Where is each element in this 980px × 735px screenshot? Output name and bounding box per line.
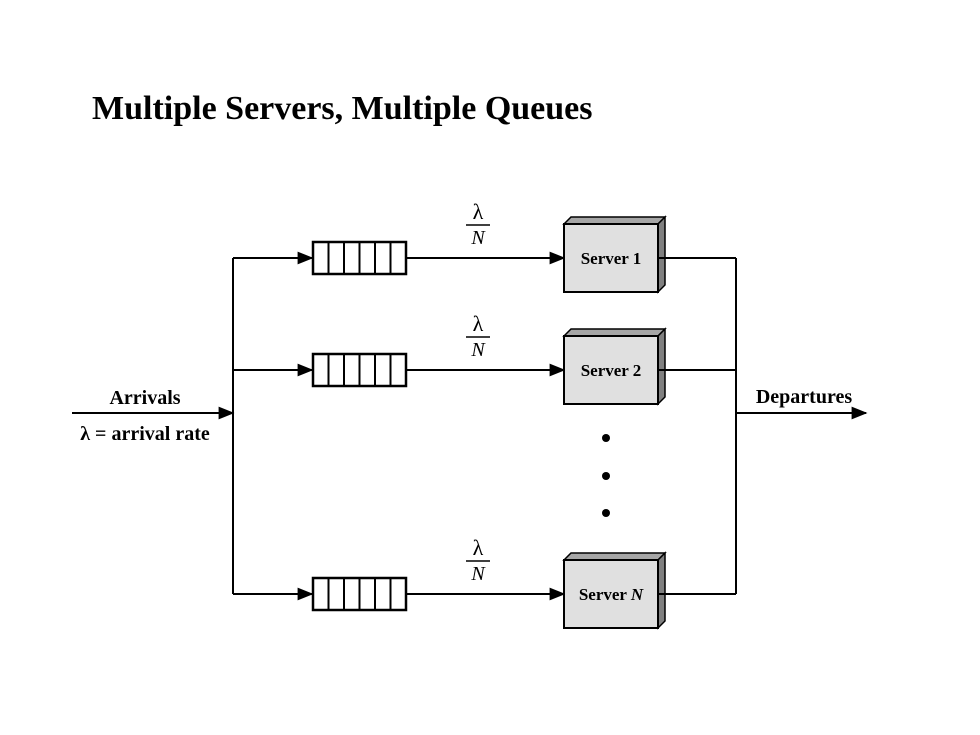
- server-top: [562, 216, 667, 225]
- server: Server N: [562, 551, 667, 630]
- queue: [311, 240, 408, 276]
- branch: λN Server 1: [233, 199, 736, 294]
- arrival-rate-label: λ = arrival rate: [80, 423, 210, 445]
- page-title: Multiple Servers, Multiple Queues: [92, 90, 593, 127]
- rate-denominator: N: [470, 227, 486, 249]
- arrivals-label: Arrivals: [109, 387, 180, 409]
- server-top: [562, 552, 667, 561]
- server-label: Server N: [579, 585, 644, 604]
- server-side: [657, 215, 666, 294]
- server: Server 2: [562, 327, 667, 406]
- rate-denominator: N: [470, 563, 486, 585]
- rate-numerator: λ: [473, 311, 484, 336]
- rate-denominator: N: [470, 339, 486, 361]
- ellipsis-dot: [602, 472, 610, 480]
- server-box: [563, 335, 659, 405]
- queue: [311, 576, 408, 612]
- departures-label: Departures: [756, 386, 852, 408]
- server-label: Server 1: [581, 249, 642, 268]
- branch: λN Server 2: [233, 311, 736, 406]
- ellipsis-dot: [602, 434, 610, 442]
- ellipsis-dot: [602, 509, 610, 517]
- branch: λN Server N: [233, 535, 736, 630]
- rate-numerator: λ: [473, 199, 484, 224]
- server-side: [657, 327, 666, 406]
- server: Server 1: [562, 215, 667, 294]
- server-top: [562, 328, 667, 337]
- queue: [311, 352, 408, 388]
- server-label: Server 2: [581, 361, 642, 380]
- ellipsis: [602, 434, 610, 517]
- server-side: [657, 551, 666, 630]
- rate-numerator: λ: [473, 535, 484, 560]
